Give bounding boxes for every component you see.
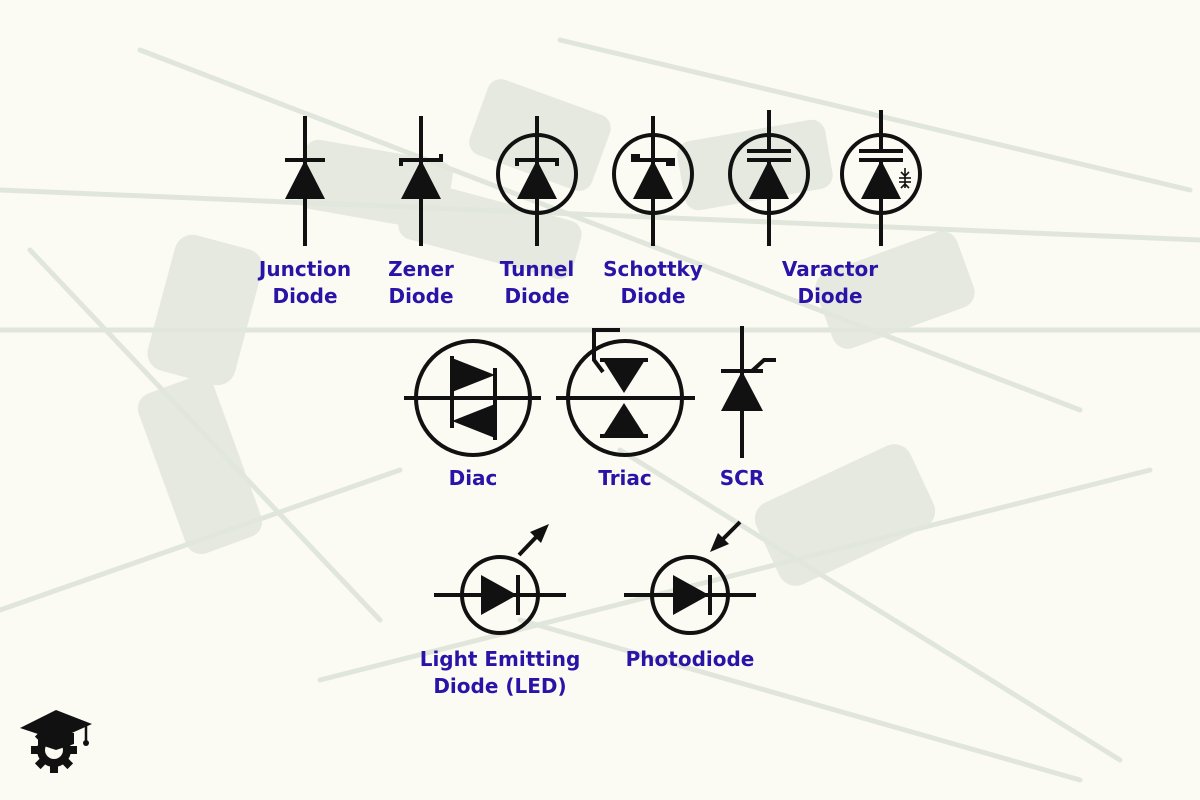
label-line: Diode (620, 284, 686, 308)
led-symbol (434, 524, 566, 635)
label-line: Diode (388, 284, 454, 308)
label-line: Diode (797, 284, 863, 308)
label-junction-diode: Junction Diode (259, 256, 351, 310)
triac-symbol (556, 328, 695, 457)
label-line: Junction (258, 257, 352, 281)
photodiode-symbol (624, 520, 756, 635)
label-line: Photodiode (625, 647, 755, 671)
scr-symbol (721, 326, 776, 458)
label-schottky-diode: Schottky Diode (603, 256, 703, 310)
tunnel-diode-symbol (496, 116, 578, 246)
label-scr: SCR (720, 465, 764, 492)
label-line: Diode (LED) (433, 674, 567, 698)
graduation-cap-gear-icon (20, 710, 92, 773)
label-line: Light Emitting (419, 647, 581, 671)
label-varactor-diode: Varactor Diode (782, 256, 878, 310)
schottky-diode-symbol (612, 116, 694, 246)
label-line: Diode (504, 284, 570, 308)
label-line: Tunnel (499, 257, 575, 281)
label-led: Light Emitting Diode (LED) (420, 646, 581, 700)
varactor-diode-symbol-variable (840, 110, 922, 246)
label-line: Diode (272, 284, 338, 308)
label-tunnel-diode: Tunnel Diode (500, 256, 575, 310)
label-line: SCR (719, 466, 765, 490)
zener-diode-symbol (399, 116, 443, 246)
diac-symbol (404, 339, 541, 457)
junction-diode-symbol (285, 116, 325, 246)
label-diac: Diac (449, 465, 498, 492)
label-line: Triac (598, 466, 652, 490)
label-triac: Triac (598, 465, 652, 492)
label-line: Varactor (781, 257, 879, 281)
label-line: Schottky (603, 257, 703, 281)
label-zener-diode: Zener Diode (388, 256, 454, 310)
label-photodiode: Photodiode (626, 646, 755, 673)
label-line: Diac (448, 466, 498, 490)
varactor-diode-symbol (728, 110, 810, 246)
label-line: Zener (388, 257, 454, 281)
